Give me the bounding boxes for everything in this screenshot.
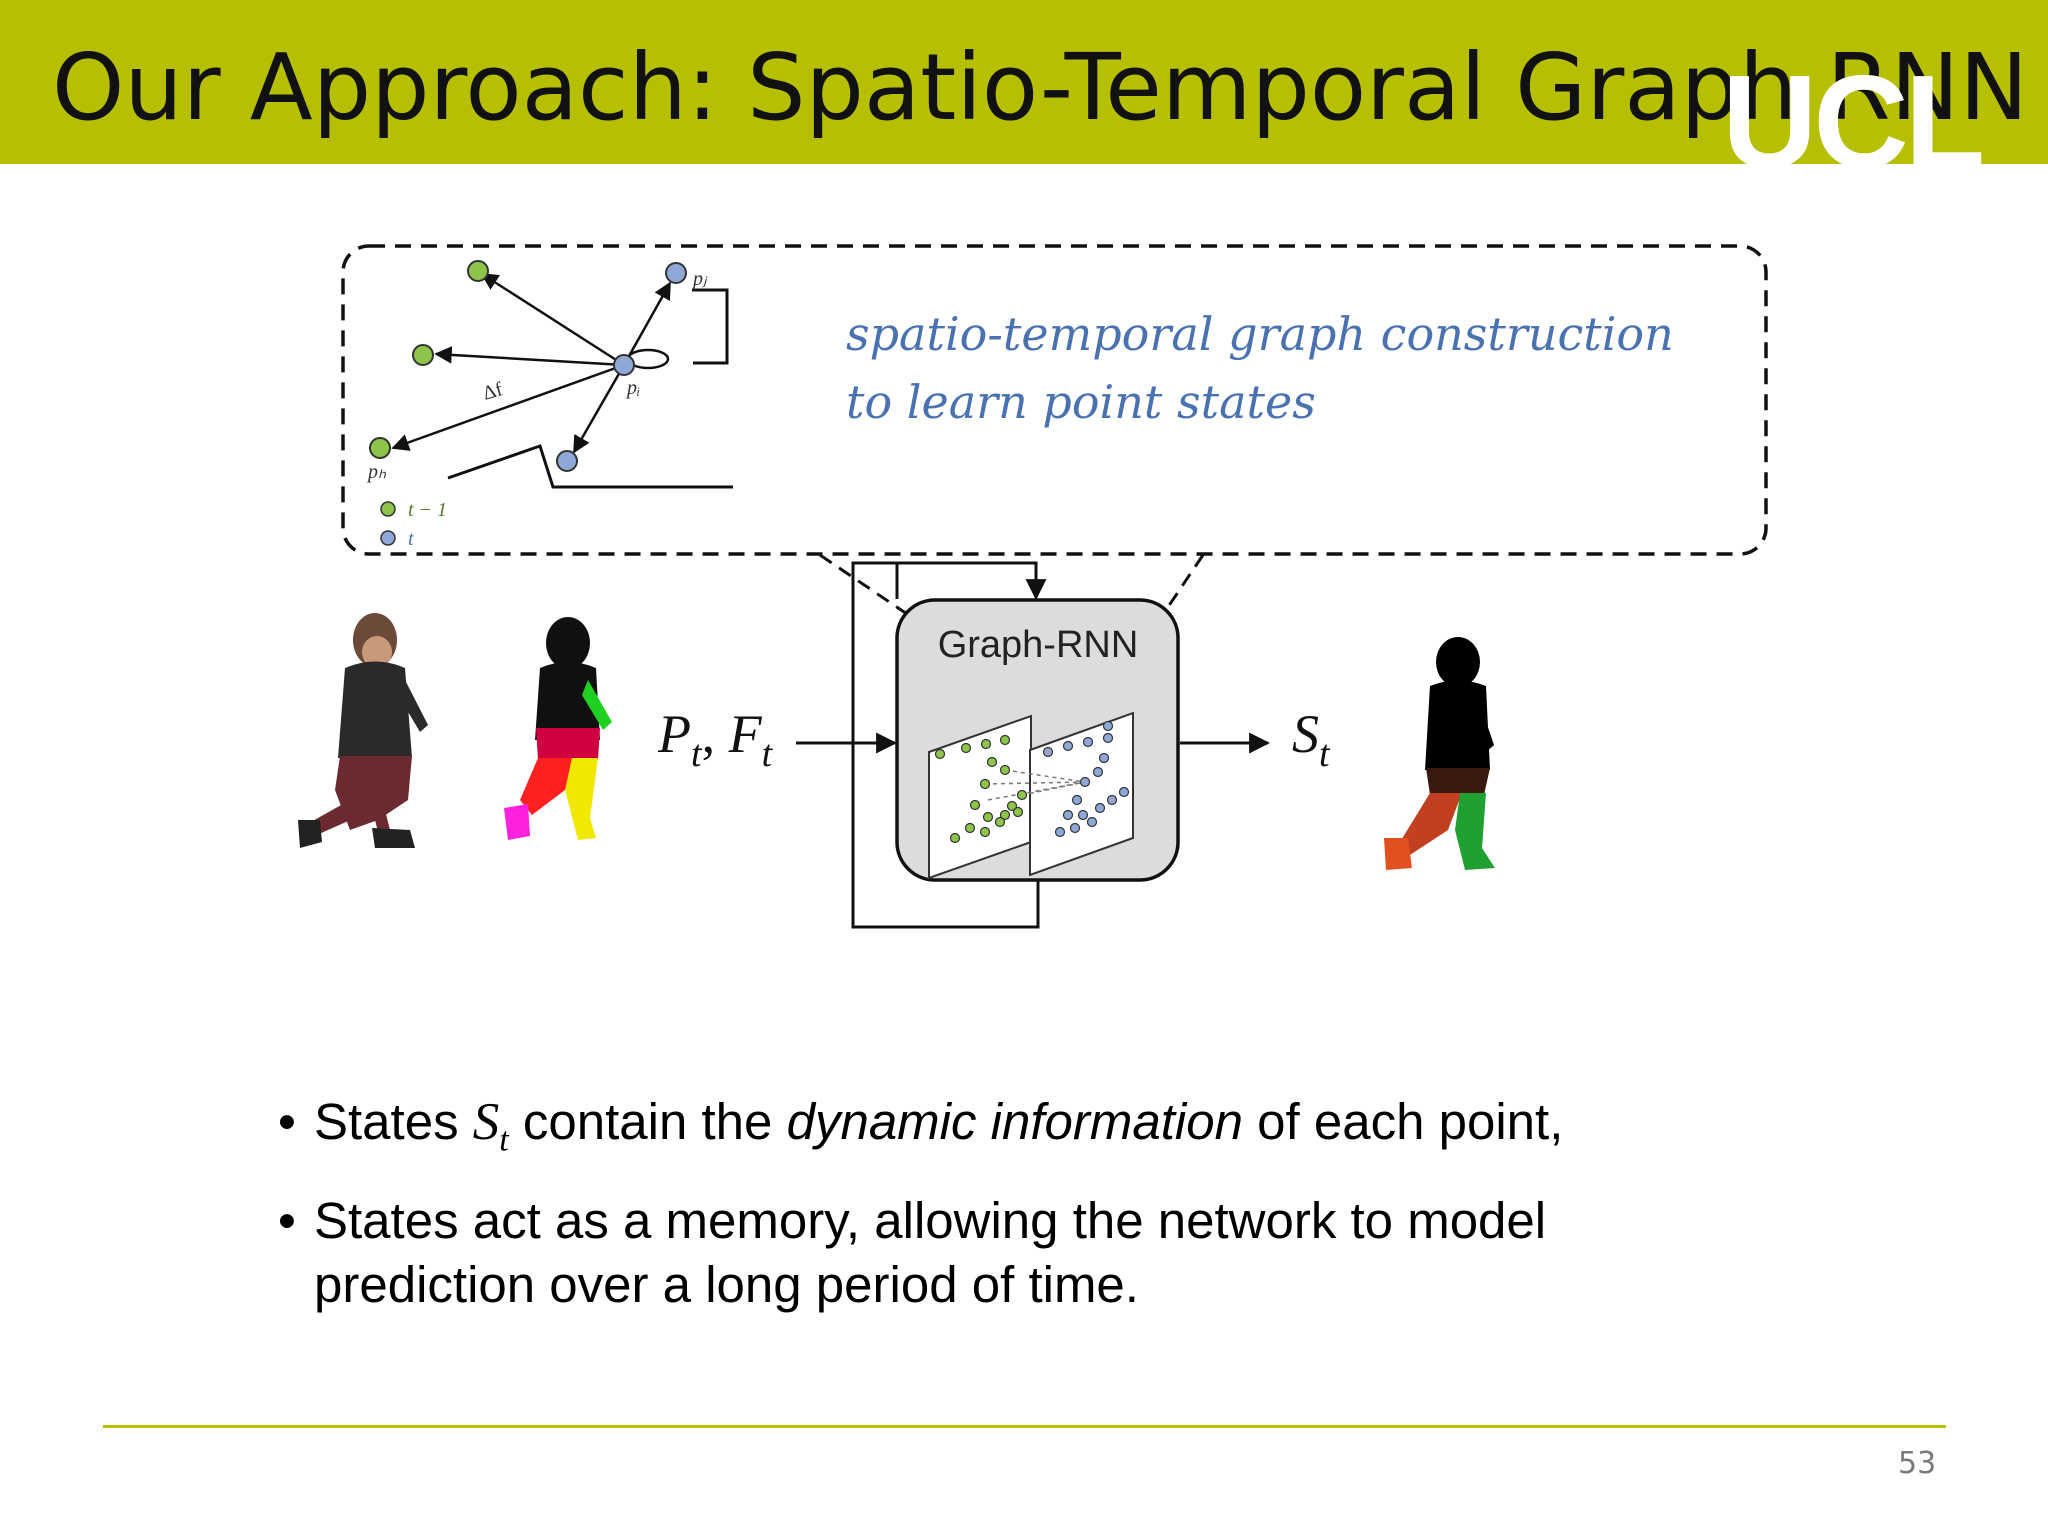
output-label: St: [1292, 704, 1331, 775]
walker-state-image: [1384, 637, 1495, 870]
green-points: [934, 734, 1028, 844]
bracket-bottom: [447, 444, 733, 489]
node-green: [412, 344, 434, 366]
bracket-right: [692, 288, 729, 365]
blue-points: [1042, 720, 1130, 838]
label-ph: pₕ: [366, 461, 387, 483]
recurrent-arrow: [897, 561, 1047, 601]
legend-prev-label: t − 1: [408, 499, 447, 521]
bullet-item-states-memory: •States act as a memory, allowing the ne…: [278, 1191, 1547, 1313]
state-variable: St: [472, 1093, 509, 1159]
node-pj: [665, 262, 687, 284]
legend-curr-label: t: [408, 528, 414, 550]
recurrent-loop: [851, 561, 1040, 929]
footer-divider: [103, 1425, 1946, 1428]
bullet-item-states-contain: •States St contain the dynamic informati…: [278, 1093, 1564, 1159]
walker-rgb-image: [298, 613, 428, 848]
edge-to-pj: [622, 281, 672, 366]
node-pi: [613, 354, 635, 376]
node-green: [467, 260, 489, 282]
page-number: 53: [1898, 1446, 1937, 1481]
title-bar: Our Approach: Spatio-Temporal Graph RNN …: [0, 0, 2048, 188]
ucl-logo: UCL: [1722, 48, 1985, 195]
label-pi: pᵢ: [625, 377, 640, 399]
input-label: Pt, Ft: [657, 704, 774, 775]
bullet-list: •States St contain the dynamic informati…: [278, 1090, 1778, 1333]
edge-to-green-1: [480, 272, 625, 367]
callout-box: [341, 244, 1768, 556]
temporal-edges: [984, 769, 1086, 801]
graph-inset: pⱼ pᵢ pₕ Δf t − 1 t: [366, 260, 733, 550]
edge-to-ph: [391, 363, 625, 451]
slide-title: Our Approach: Spatio-Temporal Graph RNN: [52, 34, 2029, 141]
edge-to-green-2: [434, 346, 625, 367]
node-ph: [369, 437, 391, 459]
callout-connector-right: [1164, 554, 1205, 611]
callout-line-2: to learn point states: [846, 375, 1316, 429]
walker-segmented-image: [504, 617, 612, 840]
node-blue: [556, 450, 578, 472]
legend-green-dot: [380, 501, 396, 517]
graph-rnn-label: Graph-RNN: [938, 624, 1139, 666]
callout-line-1: spatio-temporal graph construction: [846, 307, 1674, 361]
label-pj: pⱼ: [691, 268, 708, 290]
legend-blue-dot: [380, 530, 396, 546]
edge-to-blue-2: [572, 364, 626, 454]
callout-connector-left: [819, 553, 911, 618]
